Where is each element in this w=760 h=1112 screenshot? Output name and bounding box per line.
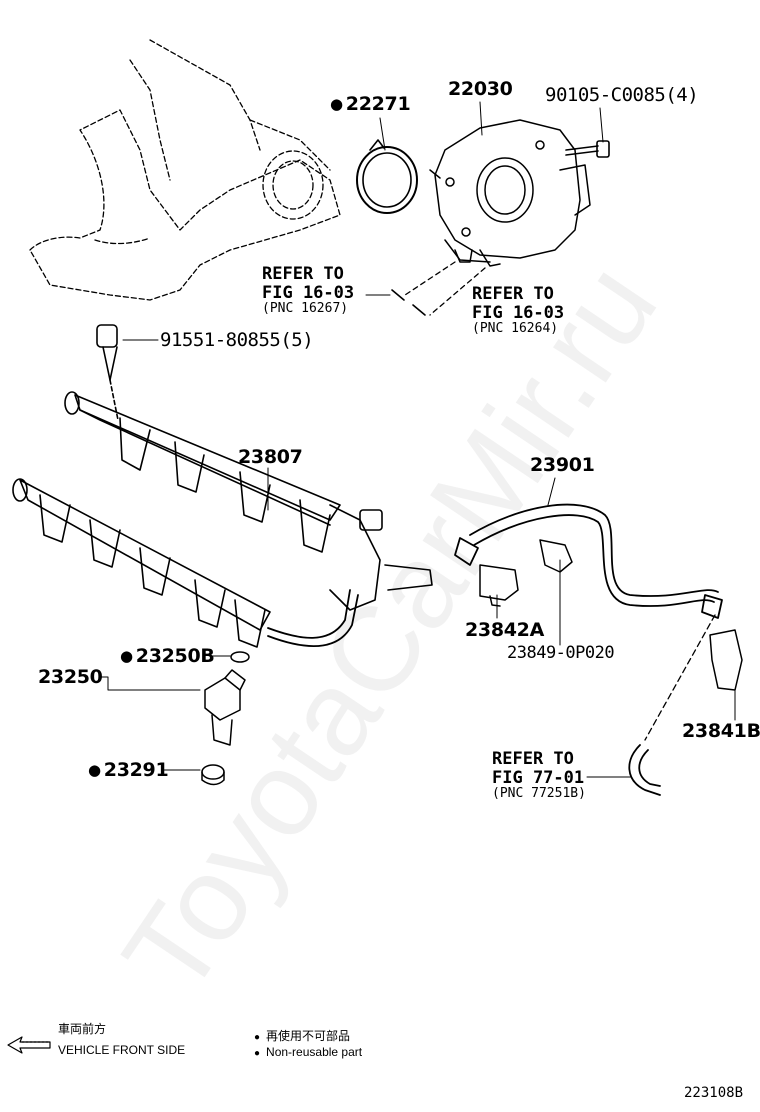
fuel-hose-23901 — [454, 503, 723, 619]
leader-lines — [99, 101, 736, 778]
hose-ref3-dash — [644, 614, 716, 741]
refer-1-line1: REFER TO — [262, 264, 344, 284]
hose-stubs — [391, 289, 426, 316]
nonreuse-dot-icon-2: ● — [254, 1048, 261, 1059]
part-number-22271: 22271 — [345, 93, 411, 115]
legend-nonreuse-jp-text: 再使用不可部品 — [266, 1029, 351, 1043]
refer-callout-2: REFER TO FIG 16-03 (PNC 16264) — [472, 284, 565, 337]
throttle-body-22030 — [429, 119, 591, 267]
clip-23842A — [479, 564, 519, 607]
refer-3-pnc: (PNC 77251B) — [492, 786, 586, 802]
label-22271: 22271 — [330, 93, 411, 115]
ref3-pipe — [628, 744, 661, 796]
fuel-injector-23250 — [201, 651, 250, 786]
refer-2-line1: REFER TO — [472, 284, 554, 304]
label-23291: 23291 — [88, 759, 169, 781]
refer-callout-1: REFER TO FIG 16-03 (PNC 16267) — [262, 264, 355, 317]
label-23849: 23849-0P020 — [507, 643, 615, 663]
vehicle-front-arrow — [7, 1036, 51, 1054]
refer-1-line2: FIG 16-03 — [262, 282, 355, 303]
nonreuse-dot-icon: ● — [254, 1032, 261, 1043]
label-90105: 90105-C0085(4) — [545, 84, 699, 106]
label-23901: 23901 — [530, 454, 595, 476]
refer-2-pnc: (PNC 16264) — [472, 321, 559, 337]
part-number-23291: 23291 — [103, 759, 169, 781]
legend-front-en: VEHICLE FRONT SIDE — [58, 1043, 186, 1057]
bolt-91551 — [96, 324, 119, 421]
part-number-23250B: 23250B — [135, 645, 215, 667]
crossover-pipe — [267, 589, 359, 647]
clip-23849 — [539, 539, 573, 573]
refer-2-line2: FIG 16-03 — [472, 302, 565, 323]
label-23842A: 23842A — [465, 619, 545, 641]
label-23841B: 23841B — [682, 720, 760, 742]
refer-callout-3: REFER TO FIG 77-01 (PNC 77251B) — [492, 749, 586, 802]
intake-manifold — [29, 39, 341, 301]
label-23250B: 23250B — [120, 647, 215, 666]
gasket-22271 — [356, 139, 418, 214]
bolt-90105 — [565, 140, 610, 158]
lower-fuel-rail — [12, 478, 271, 648]
refer-1-pnc: (PNC 16267) — [262, 301, 349, 317]
refer-3-line1: REFER TO — [492, 749, 574, 769]
legend-front-jp: 車両前方 — [58, 1022, 107, 1036]
label-23250: 23250 — [38, 666, 103, 688]
clip-23841B — [709, 629, 743, 691]
fuel-rail-23807 — [64, 391, 433, 611]
label-23807: 23807 — [238, 446, 303, 468]
hose-refs-dashes — [404, 261, 486, 316]
legend-nonreuse-en-text: Non-reusable part — [266, 1045, 363, 1059]
figure-id: 223108B — [684, 1085, 744, 1101]
label-91551: 91551-80855(5) — [160, 329, 314, 351]
refer-3-line2: FIG 77-01 — [492, 767, 585, 788]
legend-nonreuse-jp: ● 再使用不可部品 — [254, 1030, 350, 1043]
label-22030: 22030 — [448, 78, 513, 100]
legend-nonreuse-en: ● Non-reusable part — [254, 1046, 362, 1059]
